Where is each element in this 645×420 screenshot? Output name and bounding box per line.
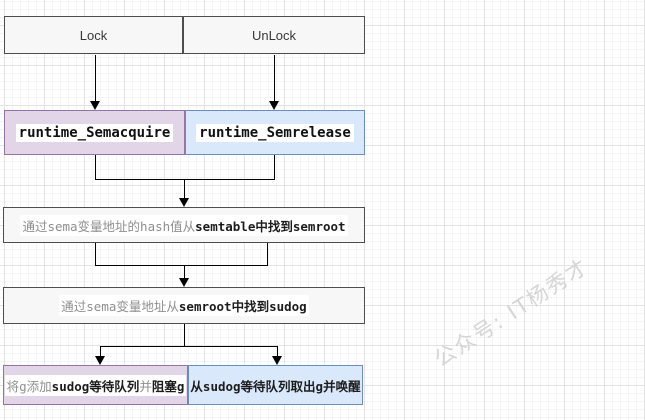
connector-line <box>100 346 278 347</box>
watermark-text: 公众号: IT杨秀才 <box>430 253 594 372</box>
node-find-sudog-label: 通过sema变量地址从semroot中找到sudog <box>59 295 309 316</box>
node-lock-label: Lock <box>79 27 108 43</box>
arrowhead-down-icon <box>272 356 282 365</box>
node-unlock: UnLock <box>183 16 365 54</box>
node-block-g: 将g添加sudog等待队列并阻塞g <box>3 365 188 405</box>
node-find-semroot-label: 通过sema变量地址的hash值从semtable中找到semroot <box>20 214 348 236</box>
connector-line <box>95 265 268 266</box>
text-segment: 通过sema变量地址从 <box>61 299 179 314</box>
node-lock: Lock <box>4 16 183 54</box>
text-segment: semtable中找到semroot <box>195 218 346 234</box>
text-segment: semroot中找到sudog <box>178 299 307 314</box>
node-unlock-label: UnLock <box>251 27 297 43</box>
connector-line <box>95 179 275 180</box>
node-runtime-semacquire-label: runtime_Semacquire <box>15 123 174 142</box>
text-segment: sudog等待队列 <box>51 378 140 394</box>
arrowhead-down-icon <box>90 101 100 110</box>
connector-line <box>277 346 278 356</box>
connector-line <box>95 155 96 180</box>
arrowhead-down-icon <box>179 278 189 287</box>
connector-line <box>100 346 101 356</box>
connector-line <box>95 55 96 101</box>
text-segment: 阻塞g <box>151 378 185 394</box>
text-segment: 通过sema变量地址的hash值从 <box>22 218 196 234</box>
node-wakeup-g-label: 从sudog等待队列取出g并唤醒 <box>190 378 361 394</box>
arrowhead-down-icon <box>95 356 105 365</box>
arrowhead-down-icon <box>269 101 279 110</box>
node-find-sudog: 通过sema变量地址从semroot中找到sudog <box>3 287 365 324</box>
text-segment: 将g添加 <box>6 378 52 394</box>
connector-line <box>95 243 96 266</box>
connector-line <box>184 324 185 347</box>
connector-line <box>274 155 275 180</box>
node-find-semroot: 通过sema变量地址的hash值从semtable中找到semroot <box>3 207 365 243</box>
text-segment: 并 <box>139 378 152 394</box>
node-runtime-semrelease: runtime_Semrelease <box>185 110 365 155</box>
connector-line <box>184 265 185 278</box>
node-runtime-semacquire: runtime_Semacquire <box>4 110 185 155</box>
node-wakeup-g: 从sudog等待队列取出g并唤醒 <box>188 365 363 405</box>
connector-line <box>274 55 275 101</box>
connector-line <box>184 179 185 198</box>
arrowhead-down-icon <box>179 198 189 207</box>
connector-line <box>267 243 268 266</box>
node-block-g-label: 将g添加sudog等待队列并阻塞g <box>4 374 187 396</box>
node-runtime-semrelease-label: runtime_Semrelease <box>196 123 354 142</box>
